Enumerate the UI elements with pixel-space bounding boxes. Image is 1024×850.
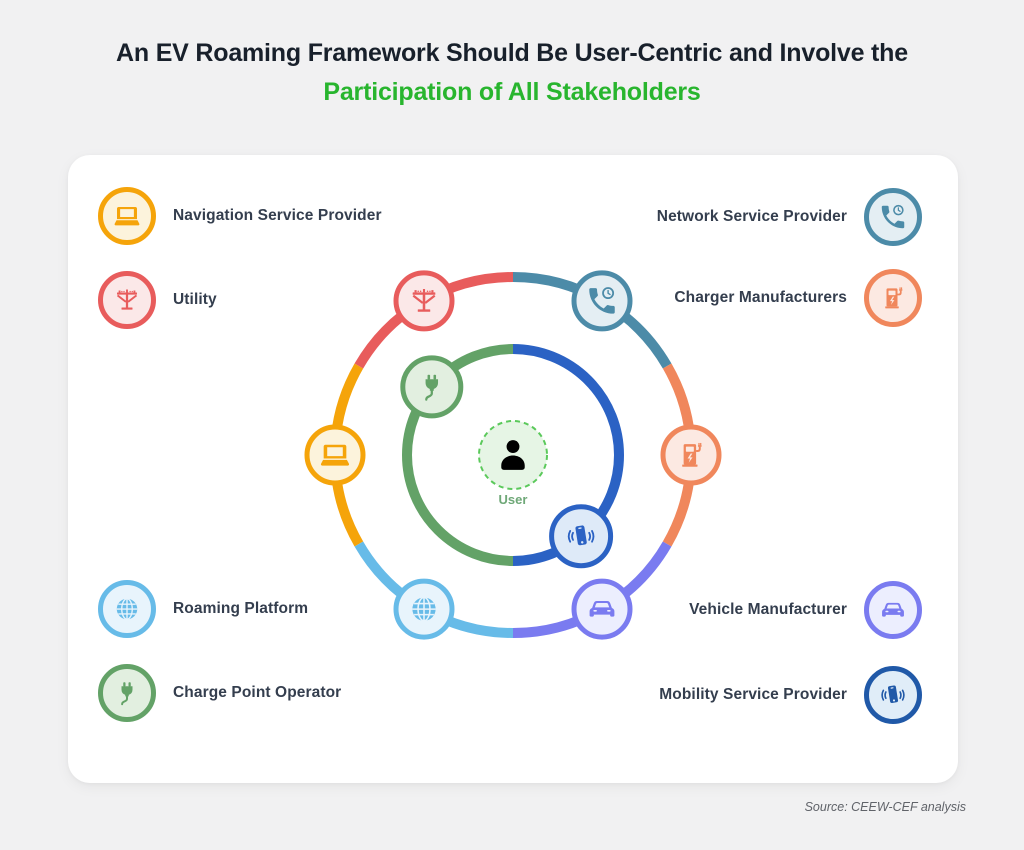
ring-node-mobility [549,504,614,569]
roaming-rings-diagram: User [304,270,722,640]
diagram-card: User Navigation Service Provider Utility… [68,155,958,783]
laptop-icon [98,187,156,245]
legend-item-utility: Utility [98,271,217,329]
phone-call-clock-icon [864,188,922,246]
ring-node-navigation [304,424,366,486]
legend-label: Navigation Service Provider [173,207,382,224]
utility-pole-icon [98,271,156,329]
title-line-2: Participation of All Stakeholders [323,78,701,106]
ev-charger-icon [864,269,922,327]
user-node: User [478,420,548,507]
legend-label: Mobility Service Provider [659,686,847,703]
globe-icon [98,580,156,638]
legend-item-vehicle-manufacturer: Vehicle Manufacturer [689,581,922,639]
ring-node-network [571,270,633,332]
legend-item-navigation-service-provider: Navigation Service Provider [98,187,382,245]
legend-label: Network Service Provider [656,208,847,225]
user-label: User [499,492,528,507]
legend-label: Vehicle Manufacturer [689,601,847,618]
legend-item-charge-point-operator: Charge Point Operator [98,664,341,722]
ring-node-charge-point [400,355,464,419]
ring-node-charger [660,424,722,486]
legend-item-roaming-platform: Roaming Platform [98,580,308,638]
ring-node-vehicle [571,578,633,640]
legend-item-charger-manufacturers: Charger Manufacturers [674,269,922,327]
mobile-phone-icon [864,666,922,724]
source-note: Source: CEEW-CEF analysis [804,800,966,814]
legend-label: Roaming Platform [173,600,309,617]
legend-item-network-service-provider: Network Service Provider [657,188,922,246]
ring-node-roaming [393,578,455,640]
plug-icon [98,664,156,722]
legend-label: Charger Manufacturers [674,289,847,306]
page-title: An EV Roaming Framework Should Be User-C… [0,34,1024,112]
legend-item-mobility-service-provider: Mobility Service Provider [659,666,922,724]
legend-label: Utility [173,291,217,308]
globe-icon [411,596,437,622]
title-line-1: An EV Roaming Framework Should Be User-C… [116,39,908,67]
ring-node-utility [393,270,455,332]
legend-label: Charge Point Operator [173,684,342,701]
car-icon [864,581,922,639]
inner-segment-charge-point [402,344,514,566]
